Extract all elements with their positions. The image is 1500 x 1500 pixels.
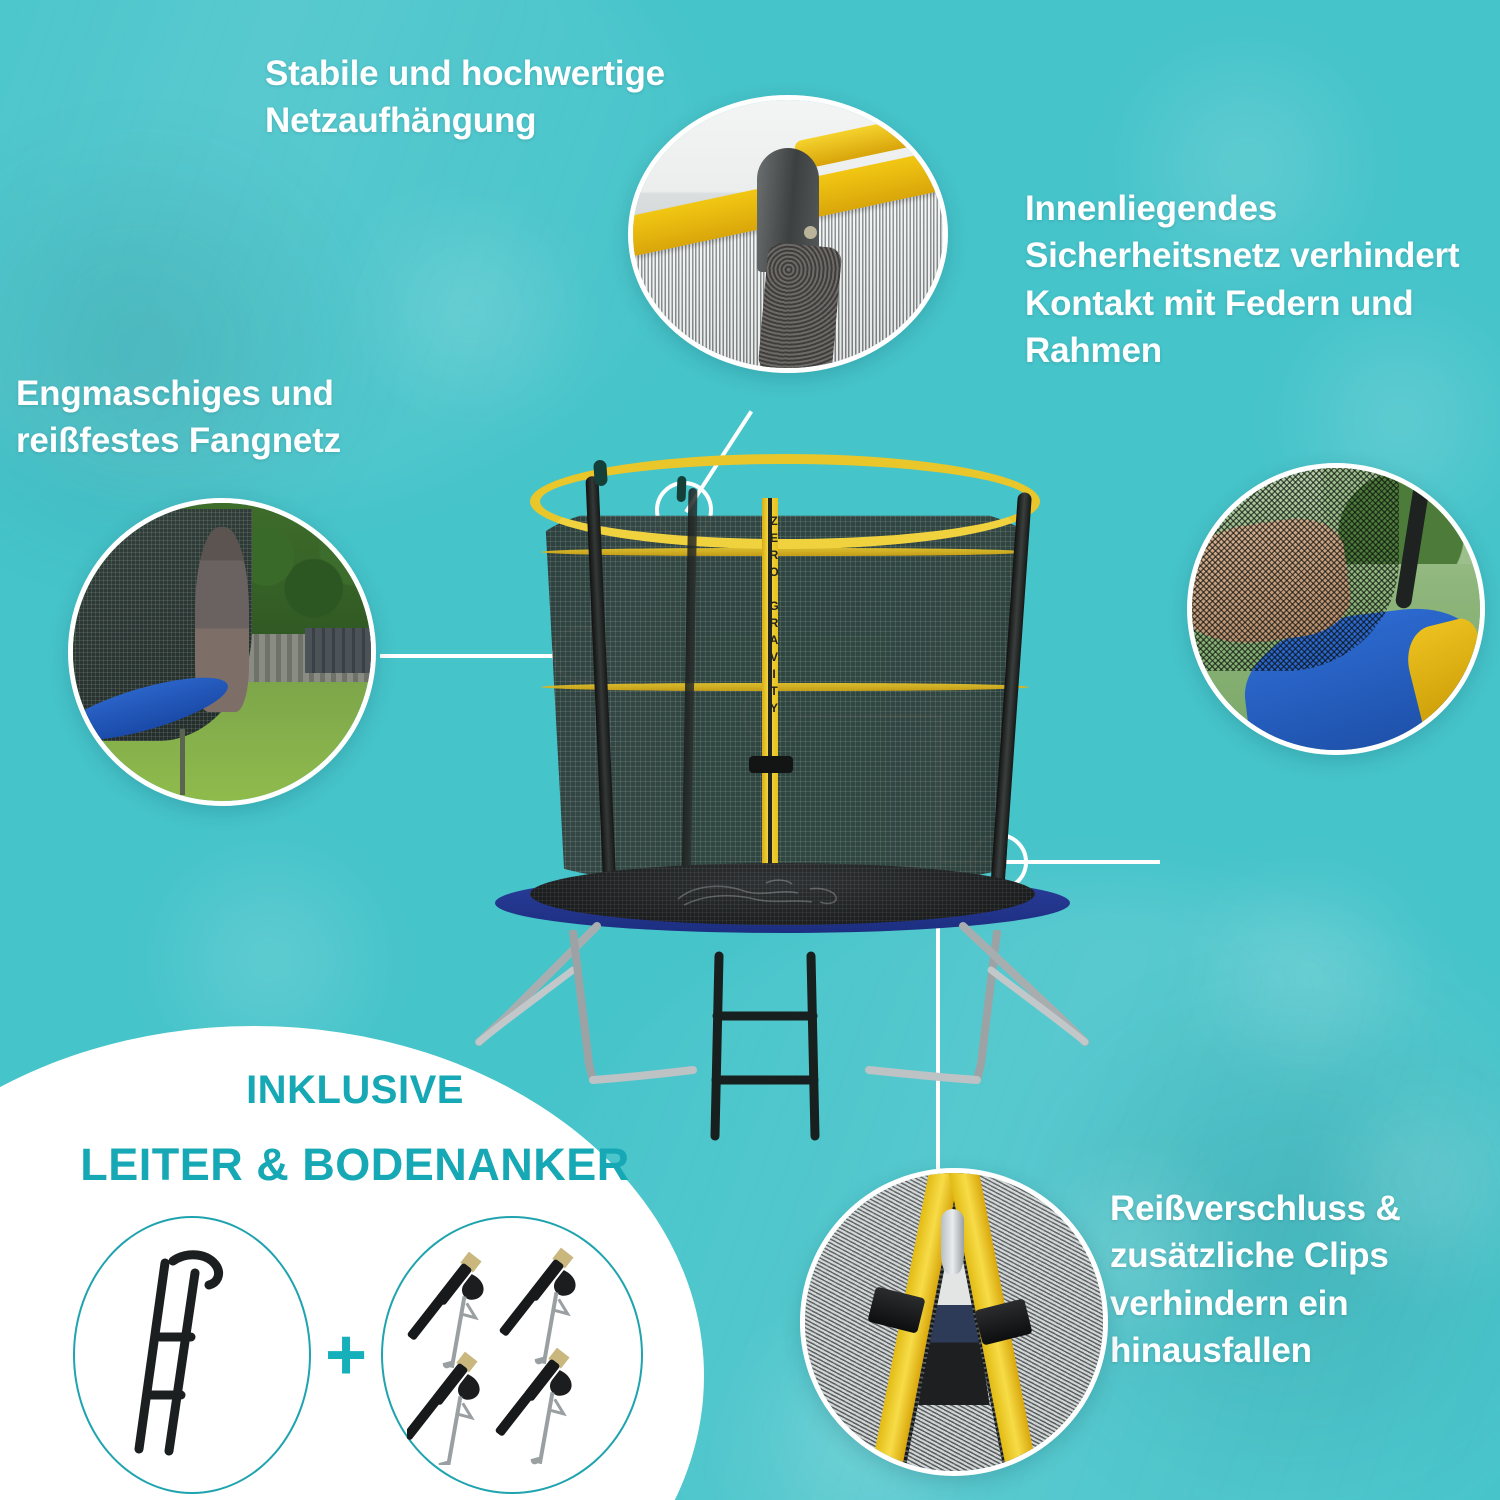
ladder-icon [134,1250,224,1456]
ground-anchor-icon [407,1247,576,1465]
background-light-blob [1290,1070,1500,1290]
background-light-blob [1160,860,1460,1090]
brand-text-vertical: ZERO GRAVITY [767,514,781,718]
photo-child-on-trampoline-image [73,503,371,801]
photo-zipper-clips [800,1168,1108,1476]
connector-line-inner-net-h2 [938,860,1160,864]
foam-sleeve [757,241,844,368]
leg-left-outer [469,922,629,1052]
photo-inner-safety-net [1187,463,1485,755]
leg-right-outer [933,922,1103,1052]
zipper-slider [940,1208,965,1275]
photo-child-on-trampoline [68,498,376,806]
leg-left-inner [555,930,705,1090]
net-band-upper [541,548,1029,556]
connector-line-mesh [380,654,555,658]
caption-net-suspension: Stabile und hochwertige Netzaufhängung [265,54,665,141]
screw [803,225,817,239]
product-trampoline: ZERO GRAVITY [455,430,1115,1170]
badge-title-line2: LEITER & BODENANKER [80,1139,630,1190]
jumping-mat [530,863,1035,925]
connector-line-zipper [936,716,940,1171]
background-light-blob [330,200,610,420]
mat-brand-logo-icon [677,879,838,906]
photo-net-pole-cap-image [633,100,943,368]
photo-inner-safety-net-image [1192,468,1480,750]
caption-inner-safety-net: Innenliegendes Sicherheitsnetz verhinder… [1025,189,1460,370]
net-top-ring [530,454,1040,549]
photo-zipper-clips-image [805,1173,1103,1471]
net-pole-tip-middle [676,475,687,503]
net-zipper-strip [762,498,778,910]
caption-fine-mesh-net: Engmaschiges und reißfestes Fangnetz [16,374,341,461]
ladder-icon-frame [72,1216,311,1494]
zipper-clip [749,756,793,773]
background-shadow-blob [0,140,400,560]
fence [305,628,371,673]
net-pole-tip-left [593,459,608,487]
caption-zipper-clips: Reißverschluss & zusätzliche Clips verhi… [1110,1189,1401,1370]
leg-right-inner [855,930,1015,1090]
net-band-lower [541,683,1029,691]
plus-icon: + [324,1314,368,1395]
photo-net-pole-cap [628,95,948,373]
trampoline-ladder [703,950,839,1145]
background-light-blob [1080,40,1410,290]
net-mesh-overlay [1192,468,1400,672]
trampoline-leg [180,729,186,796]
badge-title-line1: INKLUSIVE [246,1068,464,1112]
anchor-icon-frame [381,1216,644,1494]
badge-icon-row: + [18,1215,698,1495]
badge-content: INKLUSIVE LEITER & BODENANKER + [0,1060,710,1500]
safety-net-body [545,515,1025,887]
